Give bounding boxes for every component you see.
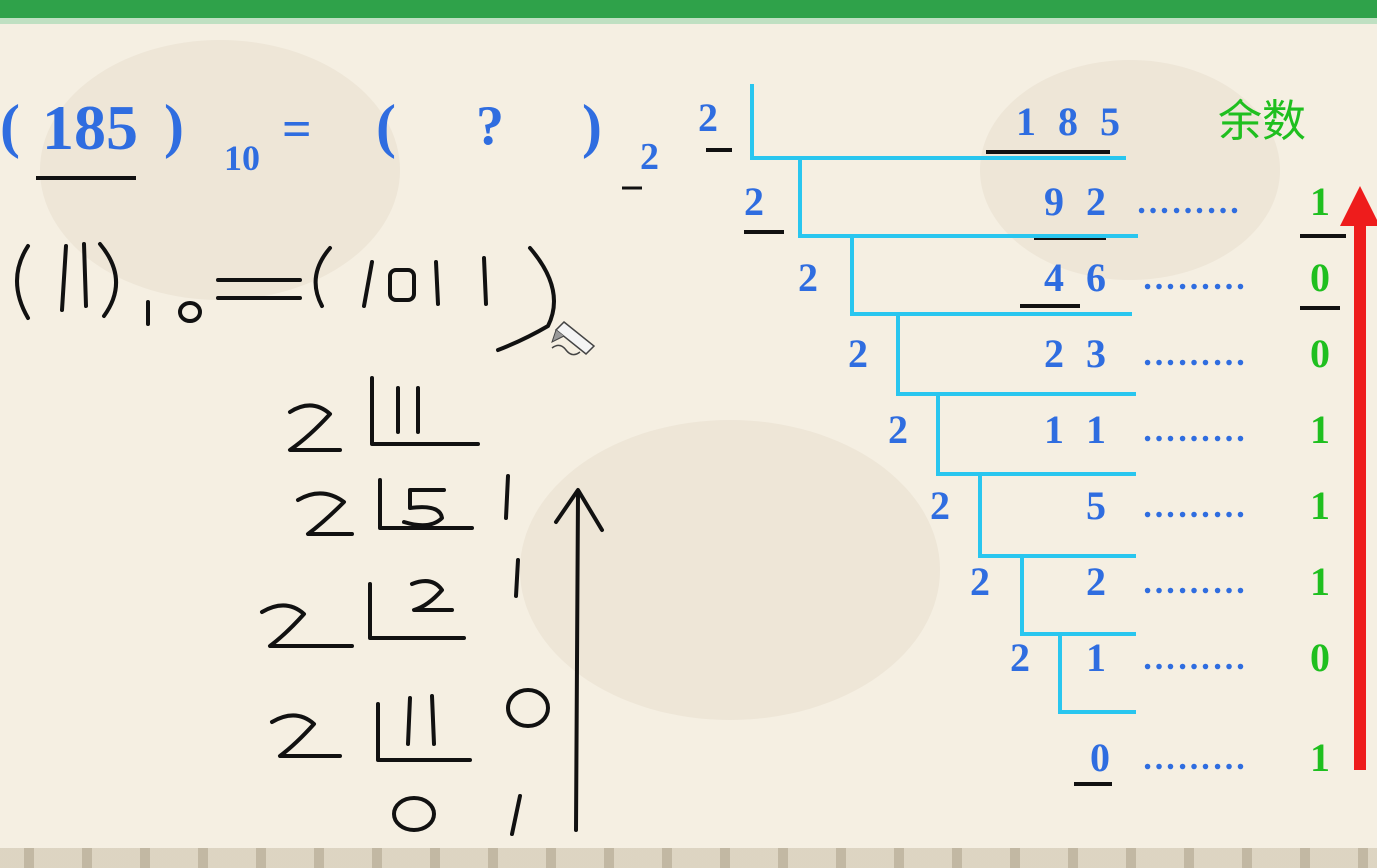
handwritten-work: [15, 242, 604, 836]
hw-arrow-shaft: [574, 492, 580, 832]
row-leader-dots: ………: [1142, 260, 1247, 297]
hw-base-0: [178, 301, 202, 323]
division-brackets: [750, 84, 1138, 714]
row-remainder: 1: [1310, 407, 1330, 452]
row-remainder: 0: [1310, 331, 1330, 376]
hw-digit-1: [82, 242, 88, 308]
hw-divisor-2: [288, 403, 342, 452]
remainder-header: 余数: [1218, 96, 1306, 147]
unknown-mark: ?: [476, 95, 504, 157]
row-remainder: 1: [1310, 559, 1330, 604]
first-divisor: 2: [698, 95, 718, 140]
hw-paren: [98, 242, 118, 318]
hw-quotient-2: [410, 579, 454, 612]
division-bracket: [978, 474, 1136, 558]
division-bracket: [1020, 556, 1136, 636]
row-quotient: 2 3: [1044, 331, 1112, 376]
row-quotient: 2: [1086, 559, 1112, 604]
top-green-bar: [0, 0, 1377, 18]
hw-quotient-11: [396, 386, 420, 434]
hw-divisor-2: [270, 713, 342, 758]
division-bracket: [1058, 634, 1136, 714]
header-close-paren: ): [164, 93, 184, 159]
row-divisor: 2: [798, 255, 818, 300]
hw-equals: [216, 278, 302, 300]
hw-bracket: [378, 478, 474, 530]
row-quotient: 1 1: [1044, 407, 1112, 452]
hw-arrow-head: [554, 488, 604, 532]
row-remainder: 1: [1310, 179, 1330, 224]
row-divisor: 2: [1010, 635, 1030, 680]
hw-bracket: [370, 376, 480, 446]
equals-sign: =: [282, 101, 312, 158]
hw-final-1: [510, 794, 522, 836]
row-leader-dots: ………: [1142, 336, 1247, 373]
row-leader-dots: ………: [1142, 640, 1247, 677]
hw-quotient-1: [406, 694, 436, 746]
row-quotient: 1: [1086, 635, 1112, 680]
row-quotient: 9 2: [1044, 179, 1112, 224]
division-bracket: [936, 394, 1136, 476]
top-light-bar: [0, 18, 1377, 24]
division-bracket: [850, 236, 1132, 316]
dividend: 1 8 5: [1016, 99, 1126, 144]
header-open-paren-2: (: [376, 93, 396, 159]
hw-digit-1: [60, 244, 68, 312]
row-quotient: 0: [1090, 735, 1116, 780]
division-bracket: [896, 314, 1136, 396]
background-wash: [980, 60, 1280, 280]
hw-bracket: [376, 702, 472, 762]
arrow-head: [1340, 186, 1377, 226]
hw-divisor-2: [260, 603, 354, 648]
row-leader-dots: ………: [1142, 488, 1247, 525]
header-open-paren: (: [0, 93, 20, 159]
hw-final-0: [392, 796, 436, 832]
hw-digit-1: [362, 260, 374, 308]
row-quotient: 4 6: [1044, 255, 1112, 300]
hw-paren: [496, 246, 556, 352]
hw-quotient-5: [402, 488, 446, 528]
row-divisor: 2: [888, 407, 908, 452]
row-divisor: 2: [970, 559, 990, 604]
hw-digit-1: [434, 260, 440, 306]
hw-paren: [15, 244, 30, 320]
hw-remainder-1: [504, 474, 510, 520]
pen-cursor-icon: [551, 320, 596, 356]
row-divisor: 2: [930, 483, 950, 528]
decimal-number: 185: [42, 92, 138, 163]
hw-remainder-0: [506, 688, 550, 728]
hw-bracket: [368, 582, 466, 640]
row-remainder: 0: [1310, 255, 1330, 300]
division-bracket: [750, 84, 1126, 160]
row-leader-dots: ………: [1136, 184, 1241, 221]
hw-remainder-1: [514, 558, 520, 598]
hw-paren: [313, 246, 332, 308]
hw-digit-0: [388, 268, 416, 302]
row-quotient: 5: [1086, 483, 1112, 528]
row-leader-dots: ………: [1142, 564, 1247, 601]
row-divisor: 2: [744, 179, 764, 224]
row-remainder: 1: [1310, 735, 1330, 780]
row-remainder: 0: [1310, 635, 1330, 680]
base-to: 2: [640, 136, 659, 178]
background-wash: [520, 420, 940, 720]
bottom-decorative-band: [0, 848, 1377, 868]
row-remainder: 1: [1310, 483, 1330, 528]
row-leader-dots: ………: [1142, 740, 1247, 777]
base-from: 10: [224, 138, 260, 178]
header-close-paren-2: ): [582, 93, 602, 159]
hw-digit-1: [482, 256, 488, 306]
row-leader-dots: ………: [1142, 412, 1247, 449]
division-bracket: [798, 158, 1138, 238]
hw-divisor-2: [296, 491, 354, 536]
row-divisor: 2: [848, 331, 868, 376]
background-wash: [40, 40, 400, 300]
